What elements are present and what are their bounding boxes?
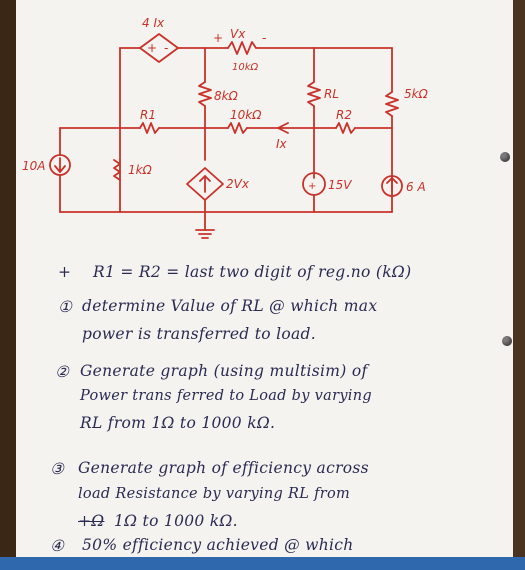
note-struck: +Ω	[78, 512, 105, 530]
label-minus-dep: -	[164, 41, 168, 55]
pin-head-middle	[502, 336, 512, 346]
note-q2-line3: RL from 1Ω to 1000 kΩ.	[80, 414, 276, 432]
label-5k: 5kΩ	[404, 87, 429, 101]
circuit-diagram: 4 Ix + - + Vx - 10kΩ 8kΩ RL 5kΩ R1 10kΩ …	[22, 16, 429, 239]
label-1k: 1kΩ	[128, 163, 153, 177]
note-q3-line2: load Resistance by varying RL from	[78, 486, 351, 502]
note-q3-line1: Generate graph of efficiency across	[78, 459, 369, 477]
note-q3-line3: 1Ω to 1000 kΩ.	[114, 512, 238, 530]
paper-sheet	[16, 0, 513, 560]
label-10k-top: 10kΩ	[232, 62, 259, 73]
label-15v: 15V	[328, 178, 352, 192]
note-q4-line1: 50% efficiency achieved @ which	[82, 536, 354, 554]
label-plus-dep: +	[147, 41, 157, 55]
label-8k: 8kΩ	[214, 89, 239, 103]
label-2vx: 2Vx	[226, 177, 250, 191]
desk-left-edge	[0, 0, 16, 570]
label-ix: Ix	[276, 137, 288, 151]
note-q2-line2: Power trans ferred to Load by varying	[80, 388, 372, 404]
note-bullet-4: ④	[50, 537, 65, 555]
note-bullet-1: ①	[58, 298, 73, 316]
label-r2: R2	[336, 108, 352, 122]
note-bullet-3: ③	[50, 460, 65, 478]
label-6a: 6 A	[406, 180, 426, 194]
note-bullet-2: ②	[55, 363, 70, 381]
label-plus-vx: +	[213, 31, 223, 45]
label-r1: R1	[140, 108, 156, 122]
note-q2-line1: Generate graph (using multisim) of	[80, 362, 368, 380]
label-15v-plus: +	[308, 181, 316, 192]
label-minus-vx: -	[262, 31, 266, 45]
label-10a: 10A	[22, 159, 45, 173]
note-q1-line2: power is transferred to load.	[82, 325, 317, 343]
note-star-line: R1 = R2 = last two digit of reg.no (kΩ)	[93, 263, 412, 281]
note-q1-line1: determine Value of RL @ which max	[82, 297, 378, 315]
label-10k-mid: 10kΩ	[230, 108, 262, 122]
note-bullet-star: +	[58, 263, 72, 281]
label-vx: Vx	[230, 27, 246, 41]
bottom-bar	[0, 557, 525, 570]
label-4ix: 4 Ix	[142, 16, 165, 30]
label-rl: RL	[324, 87, 339, 101]
desk-right-edge	[513, 0, 525, 570]
pin-head-top	[500, 152, 510, 162]
